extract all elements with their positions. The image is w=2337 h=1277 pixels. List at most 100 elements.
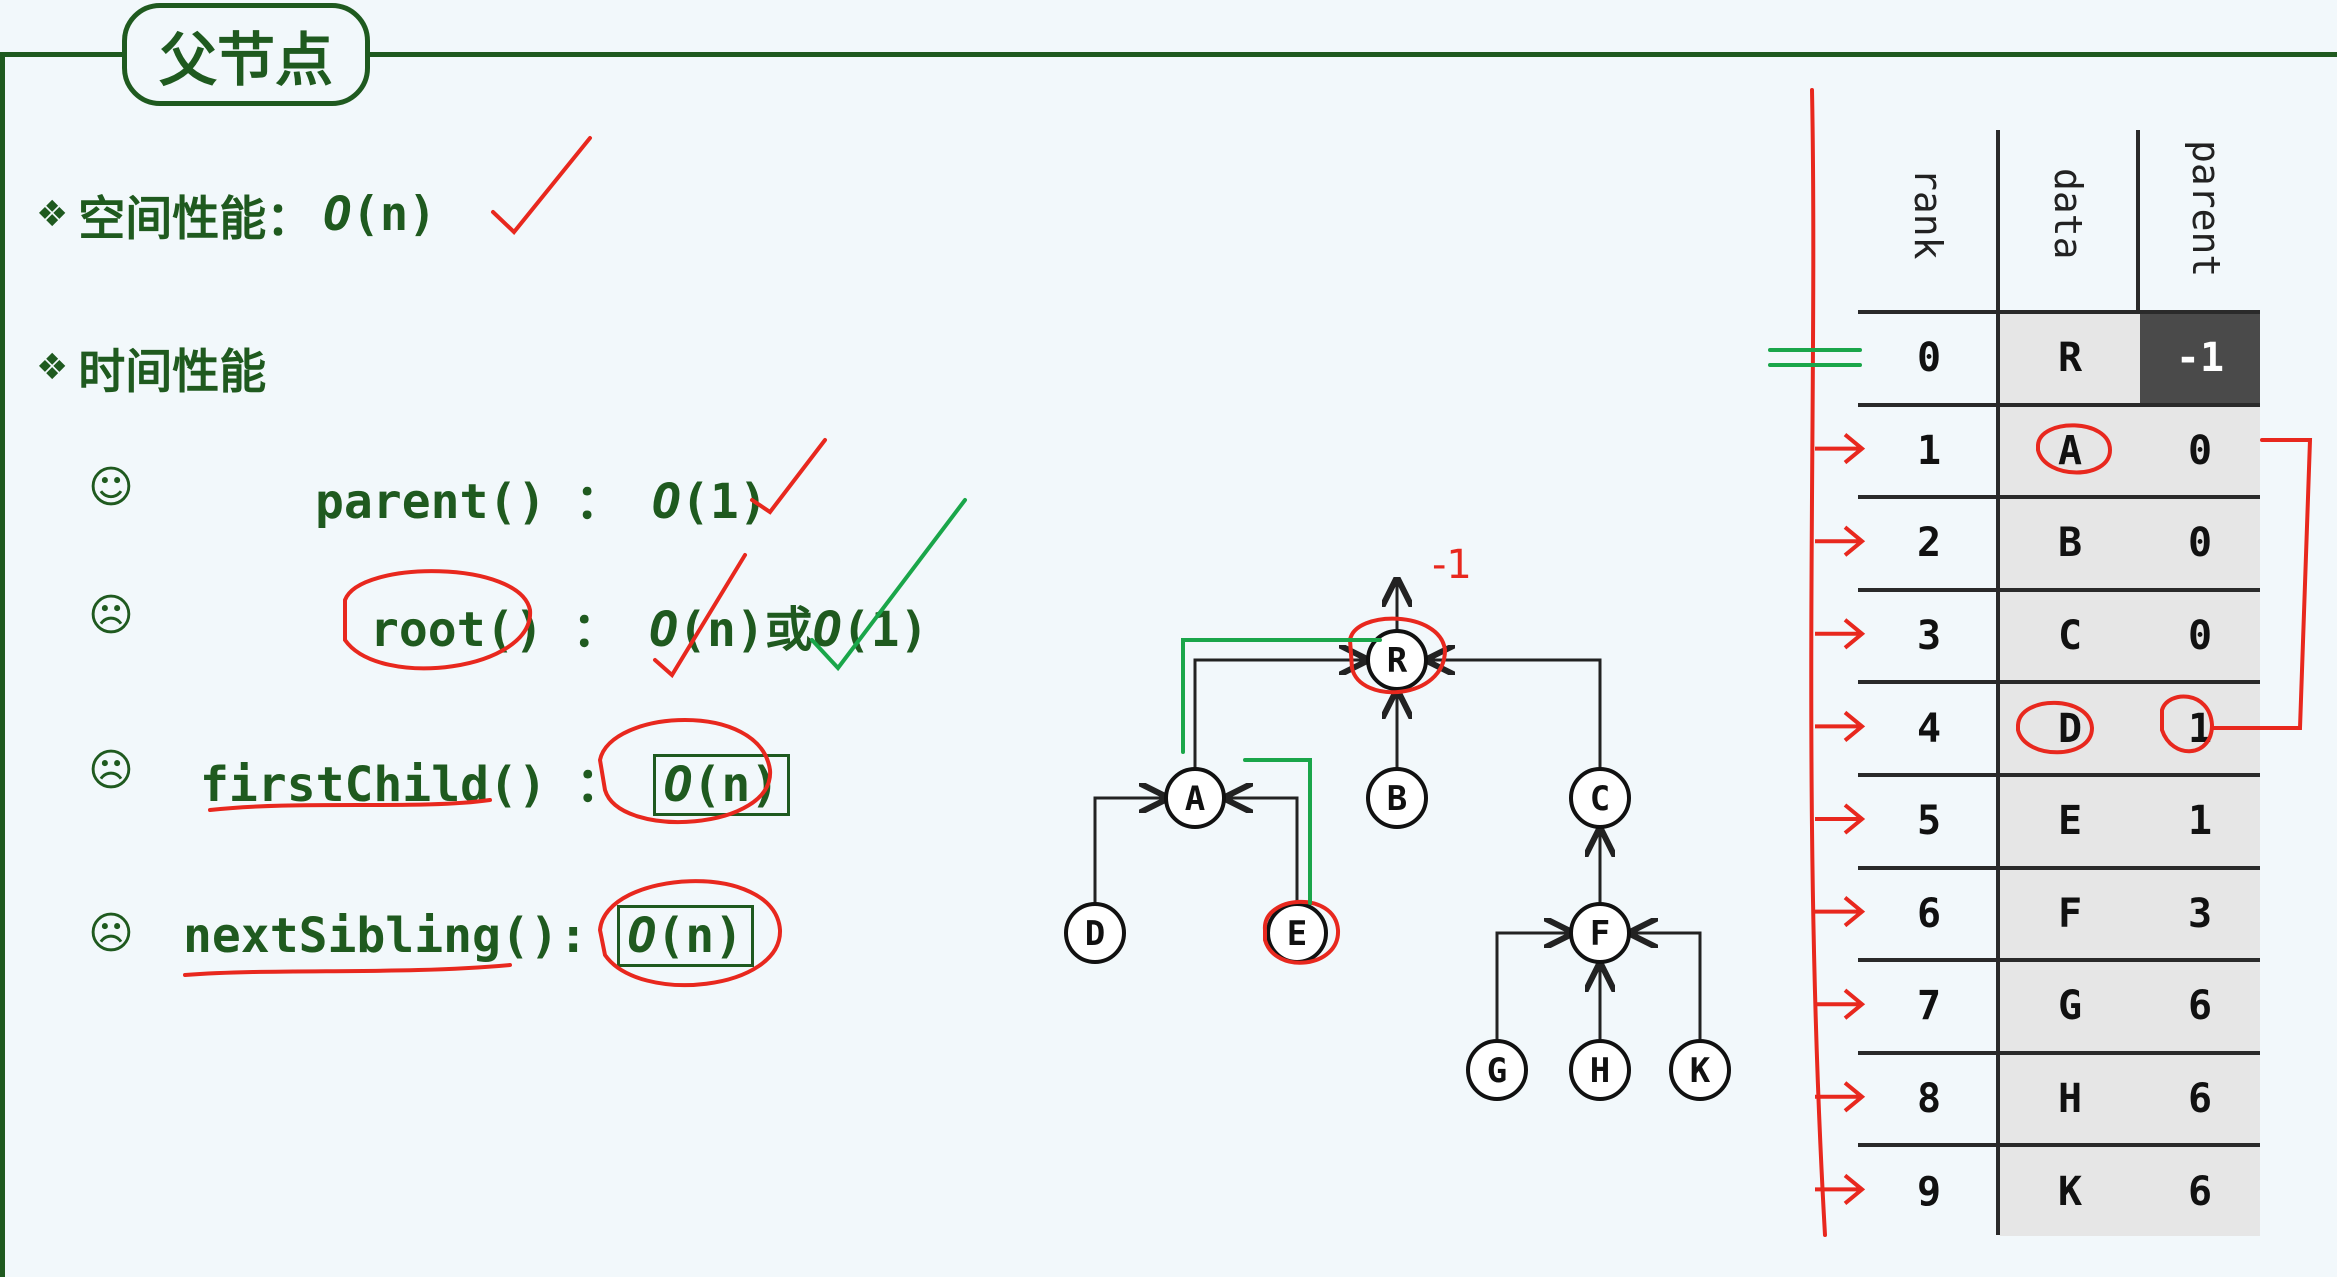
tree-node-label: B xyxy=(1387,779,1407,819)
circle-mark xyxy=(343,569,533,671)
tree-node-A xyxy=(1164,767,1226,829)
complexity-box: O(n) xyxy=(616,905,755,967)
cell-rank: 3 xyxy=(1858,587,2000,681)
tree-node-label: G xyxy=(1487,1051,1507,1091)
row-arrow xyxy=(1815,433,1866,465)
cell-parent: 6 xyxy=(2140,958,2260,1051)
tree-node-label: F xyxy=(1590,914,1610,954)
cell-data: E xyxy=(2000,773,2140,866)
check-mark xyxy=(491,136,592,235)
tree-edge xyxy=(1631,933,1702,1044)
tree-edge xyxy=(1495,933,1571,1044)
tree-edge xyxy=(1428,660,1602,772)
op-name: root() xyxy=(370,602,544,658)
check-mark xyxy=(750,438,827,515)
tree-node-F xyxy=(1569,902,1631,964)
tree-node-C xyxy=(1569,767,1631,829)
parent-link-arrow xyxy=(2210,438,2313,730)
tree-edge xyxy=(1093,798,1166,907)
row-arrow xyxy=(1815,803,1866,835)
cell-data: D xyxy=(2000,680,2140,773)
row-arrow xyxy=(1815,988,1866,1020)
op-name: parent() xyxy=(315,474,547,530)
frame-top-right xyxy=(368,52,2337,57)
tree-node-label: H xyxy=(1590,1051,1610,1091)
underline-mark xyxy=(208,798,492,812)
row-arrow xyxy=(1815,896,1866,928)
complexity-box: O(n) xyxy=(652,754,791,816)
frown-face-icon: ☹ xyxy=(88,908,134,959)
cell-rank: 9 xyxy=(1858,1143,2000,1236)
cell-parent: 0 xyxy=(2140,402,2260,496)
cell-parent: 6 xyxy=(2140,1050,2260,1144)
cell-parent: 1 xyxy=(2140,773,2260,866)
section-title: 父节点 xyxy=(122,3,370,106)
frame-left xyxy=(0,52,5,1277)
root-path-arrow xyxy=(1181,638,1382,754)
cell-parent: 0 xyxy=(2140,495,2260,588)
row-arrow xyxy=(1815,618,1866,650)
op-name: nextSibling() xyxy=(183,908,559,964)
cell-data: K xyxy=(2000,1143,2140,1236)
diamond-bullet-icon: ❖ xyxy=(36,194,69,235)
row-arrow xyxy=(1815,710,1866,742)
tree-edge xyxy=(1193,660,1366,772)
cell-parent: 0 xyxy=(2140,587,2260,681)
tree-node-G xyxy=(1466,1039,1528,1101)
cell-rank: 4 xyxy=(1858,680,2000,773)
cell-data: A xyxy=(2000,402,2140,496)
cell-data: C xyxy=(2000,587,2140,681)
row-arrow xyxy=(1815,1173,1866,1205)
cell-parent: 3 xyxy=(2140,865,2260,959)
tree-node-label: E xyxy=(1287,914,1307,954)
circle-mark xyxy=(597,879,783,988)
tree-node-B xyxy=(1366,767,1428,829)
cell-rank: 8 xyxy=(1858,1050,2000,1144)
tree-node-R xyxy=(1366,629,1428,691)
check-mark xyxy=(653,553,747,679)
space-complexity-arg: (n) xyxy=(351,187,437,242)
tree-node-D xyxy=(1064,902,1126,964)
cell-rank: 0 xyxy=(1858,310,2000,403)
circle-mark xyxy=(2036,423,2113,475)
scan-arrow xyxy=(1809,88,1827,1237)
circle-mark xyxy=(1347,616,1448,695)
tree-node-label: K xyxy=(1690,1051,1711,1091)
tree-node-label: A xyxy=(1185,779,1205,819)
tree-node-label: C xyxy=(1590,779,1610,819)
cell-rank: 5 xyxy=(1858,773,2000,866)
space-performance-heading: ❖ 空间性能： O(n) xyxy=(36,180,436,249)
tree-node-label: R xyxy=(1387,641,1408,681)
cell-data: H xyxy=(2000,1050,2140,1144)
tree-edge xyxy=(1226,798,1299,907)
row-arrow xyxy=(1815,1081,1866,1113)
circle-mark xyxy=(597,718,773,824)
tree-node-K xyxy=(1669,1039,1731,1101)
space-complexity-letter: O xyxy=(323,187,352,242)
space-label: 空间性能： xyxy=(78,192,314,247)
cell-data: R xyxy=(2000,310,2140,403)
frame-top-left xyxy=(0,52,124,57)
op-nextsibling: nextSibling(): O(n) xyxy=(183,905,755,967)
cell-rank: 1 xyxy=(1858,402,2000,496)
check-mark xyxy=(810,498,967,672)
cell-rank: 6 xyxy=(1858,865,2000,959)
time-label: 时间性能 xyxy=(78,345,267,400)
circle-mark xyxy=(2016,700,2095,755)
cell-parent: -1 xyxy=(2140,310,2260,403)
frown-face-icon: ☹ xyxy=(88,590,134,641)
time-performance-heading: ❖ 时间性能 xyxy=(36,333,266,402)
tree-node-label: D xyxy=(1085,914,1105,954)
cell-rank: 2 xyxy=(1858,495,2000,588)
cell-data: G xyxy=(2000,958,2140,1051)
underline-mark xyxy=(183,963,512,977)
row-arrow xyxy=(1815,525,1866,557)
cell-parent: 6 xyxy=(2140,1143,2260,1236)
cell-data: B xyxy=(2000,495,2140,588)
circle-mark xyxy=(2160,694,2215,754)
root-annotation: -1 xyxy=(1432,542,1472,588)
frown-face-icon: ☹ xyxy=(88,745,134,796)
sibling-path-arrow xyxy=(1243,758,1312,905)
cell-rank: 7 xyxy=(1858,958,2000,1051)
